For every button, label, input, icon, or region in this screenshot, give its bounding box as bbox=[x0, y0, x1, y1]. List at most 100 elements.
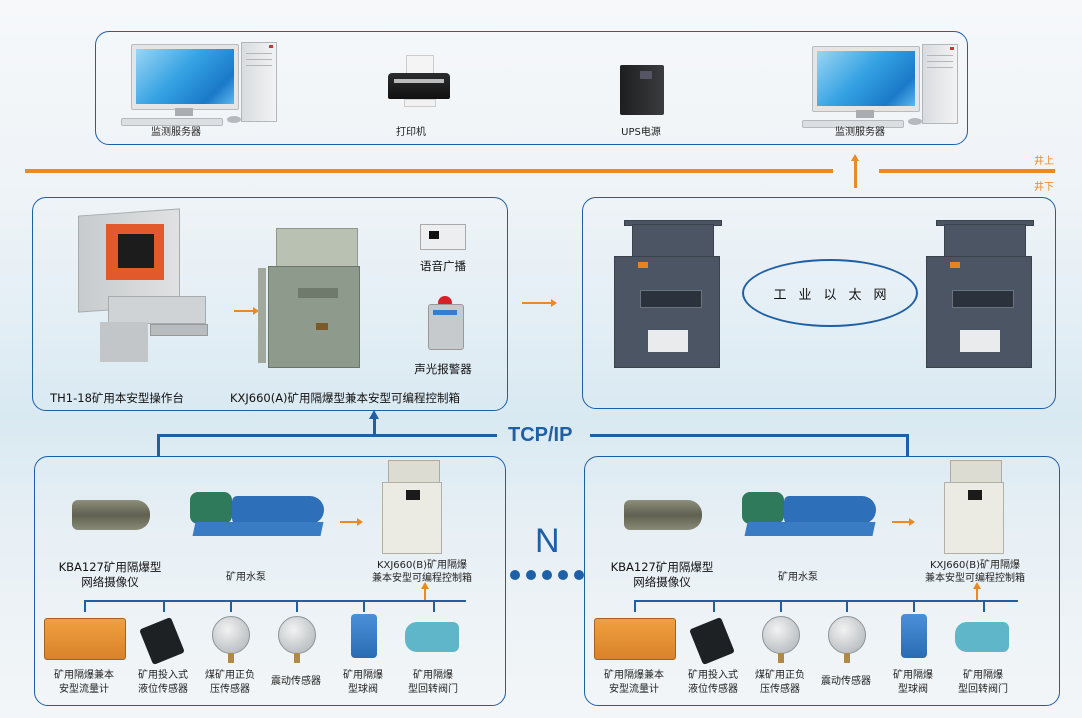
sensor-label-line2: 压传感器 bbox=[760, 684, 800, 695]
printer-label: 打印机 bbox=[396, 127, 426, 138]
sensor-drop-line bbox=[363, 600, 365, 612]
ellipsis-dot bbox=[510, 570, 520, 580]
console-label: TH1-18矿用本安型操作台 bbox=[50, 391, 184, 405]
printer-icon bbox=[388, 55, 450, 107]
sensor-drop-line bbox=[713, 600, 715, 612]
alarm-label: 声光报警器 bbox=[414, 362, 472, 376]
pump-label: 矿用水泵 bbox=[778, 572, 818, 583]
camera-label-line1: KBA127矿用隔爆型 bbox=[58, 560, 162, 574]
computer-icon bbox=[131, 44, 239, 110]
pressure-sensor-icon bbox=[212, 616, 250, 663]
water-pump-icon bbox=[742, 488, 882, 546]
vibration-sensor-icon bbox=[828, 616, 866, 663]
alarm-icon bbox=[428, 296, 464, 350]
sensor-label-line1: 矿用投入式 bbox=[138, 670, 188, 681]
controller-b-icon bbox=[940, 460, 1004, 554]
sensor-label-line2: 安型流量计 bbox=[59, 684, 109, 695]
sensor-label-line2: 液位传感器 bbox=[688, 684, 738, 695]
sensor-drop-line bbox=[230, 600, 232, 612]
sensor-label-line1: 矿用隔爆兼本 bbox=[54, 670, 114, 681]
ground-divider-right bbox=[879, 169, 1055, 173]
uplink-arrow bbox=[851, 154, 859, 188]
controller-b-label-line1: KXJ660(B)矿用隔爆 bbox=[376, 560, 468, 571]
sensor-label-line1: 矿用隔爆 bbox=[893, 670, 933, 681]
pump-to-controller-arrow bbox=[340, 518, 363, 526]
control-center-panel bbox=[32, 197, 508, 411]
pump-to-controller-arrow bbox=[892, 518, 915, 526]
camera-label-line1: KBA127矿用隔爆型 bbox=[610, 560, 714, 574]
monitoring-server-1 bbox=[121, 42, 277, 126]
computer-icon bbox=[812, 46, 920, 112]
camera-icon bbox=[72, 500, 150, 530]
ellipsis-dot bbox=[542, 570, 552, 580]
sensor-drop-line bbox=[846, 600, 848, 612]
operator-console-icon bbox=[78, 208, 210, 362]
ball-valve-icon bbox=[351, 614, 377, 658]
monitoring-server-2 bbox=[802, 44, 958, 128]
sensor-drop-line bbox=[433, 600, 435, 612]
sensor-label-line1: 震动传感器 bbox=[271, 676, 321, 687]
camera-label-line2: 网络摄像仪 bbox=[633, 575, 691, 589]
sensor-drop-line bbox=[84, 600, 86, 612]
ethernet-panel bbox=[582, 197, 1056, 409]
sensor-label-line1: 矿用隔爆兼本 bbox=[604, 670, 664, 681]
sensor-drop-line bbox=[296, 600, 298, 612]
tcpip-label: TCP/IP bbox=[508, 424, 573, 446]
monitoring-server-2-label: 监测服务器 bbox=[835, 127, 885, 138]
sensor-label-line1: 矿用投入式 bbox=[688, 670, 738, 681]
sensor-drop-line bbox=[983, 600, 985, 612]
console-to-controller-arrow bbox=[234, 307, 259, 315]
controller-b-label-line2: 兼本安型可编程控制箱 bbox=[372, 573, 472, 584]
substation-cabinet-1 bbox=[614, 220, 722, 370]
tcpip-bus-left bbox=[157, 434, 497, 437]
ground-divider-left bbox=[25, 169, 833, 173]
sensor-drop-line bbox=[163, 600, 165, 612]
pump-label: 矿用水泵 bbox=[226, 572, 266, 583]
sensor-label-line2: 压传感器 bbox=[210, 684, 250, 695]
sensor-bus-uplink-arrow bbox=[973, 582, 981, 602]
ellipsis-dot bbox=[574, 570, 584, 580]
sensor-label-line1: 矿用隔爆 bbox=[413, 670, 453, 681]
controller-a-icon bbox=[258, 228, 360, 368]
ups-label: UPS电源 bbox=[621, 127, 661, 138]
sensor-label-line1: 煤矿用正负 bbox=[205, 670, 255, 681]
camera-label-line2: 网络摄像仪 bbox=[81, 575, 139, 589]
broadcast-label: 语音广播 bbox=[420, 259, 466, 273]
tcpip-drop-right bbox=[906, 434, 909, 456]
sensor-bus bbox=[84, 600, 466, 602]
vibration-sensor-icon bbox=[278, 616, 316, 663]
ellipsis-dot bbox=[558, 570, 568, 580]
controller-b-icon bbox=[378, 460, 442, 554]
above-ground-label: 井上 bbox=[1034, 156, 1054, 167]
ball-valve-icon bbox=[901, 614, 927, 658]
sensor-label-line2: 型球阀 bbox=[348, 684, 378, 695]
sensor-label-line1: 煤矿用正负 bbox=[755, 670, 805, 681]
broadcast-icon bbox=[420, 224, 466, 250]
controller-b-label-line2: 兼本安型可编程控制箱 bbox=[925, 573, 1025, 584]
substation-panel-1 bbox=[34, 456, 506, 706]
tcpip-drop-left bbox=[157, 434, 160, 456]
sensor-drop-line bbox=[634, 600, 636, 612]
rotary-valve-icon bbox=[955, 622, 1009, 652]
monitoring-server-1-label: 监测服务器 bbox=[151, 127, 201, 138]
control-to-network-arrow bbox=[522, 299, 557, 307]
sensor-label-line2: 液位传感器 bbox=[138, 684, 188, 695]
sensor-drop-line bbox=[913, 600, 915, 612]
sensor-label-line2: 型回转阀门 bbox=[958, 684, 1008, 695]
ups-icon bbox=[620, 65, 664, 115]
sensor-label-line2: 型球阀 bbox=[898, 684, 928, 695]
sensor-label-line1: 矿用隔爆 bbox=[963, 670, 1003, 681]
substation-panel-2 bbox=[584, 456, 1060, 706]
sensor-label-line2: 安型流量计 bbox=[609, 684, 659, 695]
surface-panel bbox=[95, 31, 968, 145]
pressure-sensor-icon bbox=[762, 616, 800, 663]
rotary-valve-icon bbox=[405, 622, 459, 652]
tcpip-uplink-arrow bbox=[369, 410, 379, 435]
sensor-label-line2: 型回转阀门 bbox=[408, 684, 458, 695]
flowmeter-icon bbox=[44, 618, 126, 660]
controller-b-label-line1: KXJ660(B)矿用隔爆 bbox=[929, 560, 1021, 571]
tcpip-bus-right bbox=[590, 434, 908, 437]
sensor-drop-line bbox=[780, 600, 782, 612]
repeat-n-label: N bbox=[535, 522, 560, 560]
industrial-ethernet-ring: 工业以太网 bbox=[742, 259, 918, 327]
